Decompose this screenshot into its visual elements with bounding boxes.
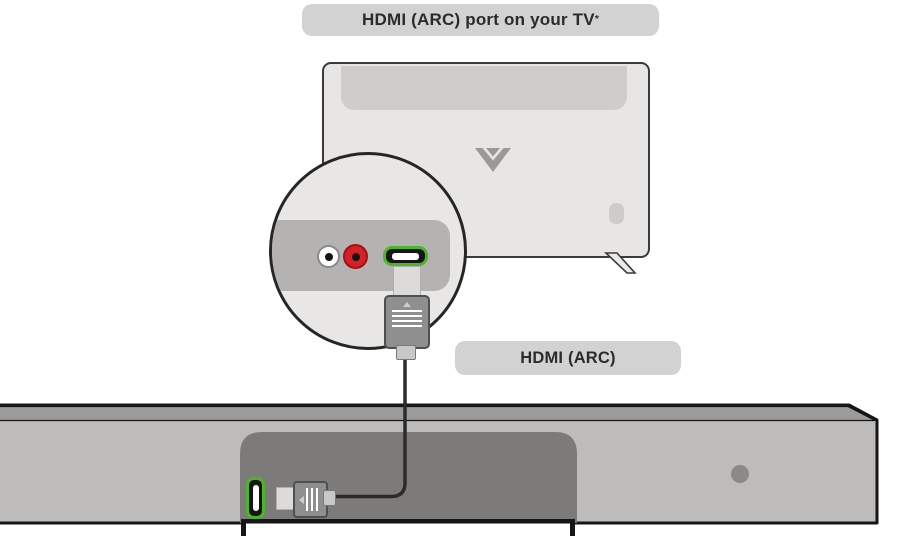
tv-hdmi-plug-strain-relief — [396, 345, 416, 360]
tv-hdmi-arc-port-icon — [383, 246, 428, 266]
soundbar-hdmi-plug-icon — [293, 481, 328, 518]
zoom-circle — [269, 152, 467, 350]
soundbar-port-callout-text: HDMI (ARC) — [520, 348, 616, 367]
soundbar-hdmi-arc-port-icon — [246, 477, 265, 519]
plug-grip-line — [311, 488, 313, 511]
plug-orientation-arrow-icon — [299, 496, 304, 504]
soundbar-hdmi-plug-strain-relief — [323, 490, 336, 506]
tv-hdmi-port-slot — [392, 252, 419, 260]
soundbar-hdmi-port-slot — [252, 485, 259, 511]
soundbar-button-dot — [731, 465, 749, 483]
plug-grip-line — [306, 488, 308, 511]
plug-grip-line — [392, 320, 422, 322]
plug-orientation-arrow-icon — [403, 302, 411, 307]
soundbar-bottom-notch — [246, 523, 570, 536]
rca-red-port-pin — [351, 252, 360, 261]
rca-white-port-icon — [317, 245, 340, 268]
plug-grip-line — [392, 325, 422, 327]
soundbar-top-edge — [0, 405, 876, 422]
tv-port-callout-asterisk: * — [594, 13, 599, 25]
vizio-logo-icon — [475, 148, 511, 172]
rca-red-port-icon — [343, 244, 368, 269]
plug-grip-line — [316, 488, 318, 511]
tv-recessed-panel — [341, 66, 627, 110]
tv-port-callout: HDMI (ARC) port on your TV* — [302, 4, 659, 36]
tv-port-callout-text: HDMI (ARC) port on your TV — [362, 10, 595, 29]
tv-hdmi-plug-icon — [384, 295, 430, 349]
soundbar-port-callout: HDMI (ARC) — [455, 341, 681, 375]
plug-grip-line — [392, 315, 422, 317]
tv-port-panel — [272, 220, 450, 291]
plug-grip-line — [392, 310, 422, 312]
tv-hdmi-plug-neck — [393, 266, 421, 300]
rca-white-port-pin — [324, 252, 333, 261]
tv-side-detail — [609, 203, 624, 224]
